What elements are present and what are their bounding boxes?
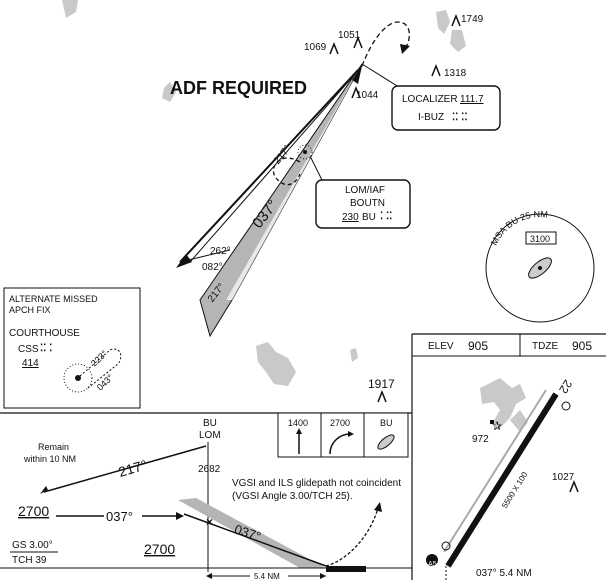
remain-text: Remain	[38, 442, 69, 452]
localizer-label: LOCALIZER	[402, 94, 458, 105]
profile-fix-alt: 2682	[198, 464, 221, 475]
tch: TCH 39	[12, 555, 47, 566]
runway-profile-bar	[326, 566, 366, 572]
runway-number: 22	[556, 377, 575, 396]
localizer-stipple	[226, 64, 362, 300]
missed-icon-label: 1400	[288, 418, 308, 428]
threshold-marker	[561, 401, 571, 411]
obstacle: 1069	[304, 41, 339, 55]
lom-line2: BOUTN	[350, 198, 385, 209]
terrain-patch	[256, 342, 296, 386]
profile-course-037: 037°	[106, 509, 133, 524]
localizer-freq: 111.7	[460, 94, 484, 105]
missed-icon-label: BU	[380, 418, 393, 428]
runway	[445, 392, 559, 568]
obstacle: 1917	[368, 377, 395, 403]
alt-fix-ident: CSS	[18, 344, 39, 355]
localizer-info-box	[391, 85, 501, 131]
beacon-icon: ✰	[492, 419, 502, 433]
plan-view: ADF REQUIRED 1749 1051 1069 1318 1044 19…	[3, 0, 595, 409]
elev-label: ELEV	[428, 341, 454, 352]
alt-fix-name: COURTHOUSE	[9, 328, 80, 339]
msa-altitude: 3100	[530, 234, 550, 244]
missed-icon-label: 2700	[330, 418, 350, 428]
lom-freq: 230	[342, 212, 359, 223]
profile-fix-name: BU	[203, 418, 217, 429]
threshold-marker	[441, 541, 451, 551]
terrain-patch	[450, 30, 466, 52]
alt-fix-title2: APCH FIX	[9, 305, 51, 315]
inbound-course-line	[179, 69, 359, 263]
lom-symbol	[297, 144, 313, 160]
missed-approach-track	[361, 21, 410, 67]
missed-climb-track	[325, 507, 379, 567]
profile-fix-name2: LOM	[199, 430, 221, 441]
obstacle-elev: 1069	[304, 42, 327, 53]
climbing-turn-icon	[329, 433, 351, 455]
terrain-patch	[62, 0, 78, 18]
pt-radial-label: 217°	[272, 144, 293, 167]
approach-light-label: A5	[428, 561, 437, 568]
alt-fix-freq: 414	[22, 358, 39, 369]
gs-angle: GS 3.00°	[12, 540, 53, 551]
glidepath-line	[183, 513, 327, 567]
obst-1027: 1027	[552, 472, 575, 483]
arrowhead	[400, 44, 410, 54]
taxiway	[443, 389, 547, 553]
obstacle: 1051	[338, 30, 363, 49]
adf-required-label: ADF REQUIRED	[170, 78, 307, 98]
radial-262-label: 262°	[210, 246, 231, 257]
outbound-profile-line	[43, 445, 207, 493]
obstacle: 1318	[431, 63, 467, 79]
alt-fix-title: ALTERNATE MISSED	[9, 294, 98, 304]
localizer-ident: I-BUZ	[418, 112, 444, 123]
elev-value: 905	[468, 339, 488, 353]
terrain-patch	[436, 10, 450, 34]
airport-bottom-note: 037° 5.4 NM	[476, 568, 532, 579]
obstacle-elev: 1917	[368, 377, 395, 391]
vgsi-note2: (VGSI Angle 3.00/TCH 25).	[232, 491, 353, 502]
obstacle-elev: 1044	[356, 90, 379, 101]
obstacle-elev: 1749	[461, 14, 484, 25]
obstacle: 1749	[451, 13, 484, 27]
vgsi-note: VGSI and ILS glidepath not coincident	[232, 478, 401, 489]
airport-diagram: ELEV 905 TDZE 905 22 5500 X 100 ✰ 972 10…	[412, 334, 606, 580]
remain-text2: within 10 NM	[23, 454, 76, 464]
profile-course-037-final: 037°	[233, 521, 263, 544]
profile-course-217: 217°	[117, 457, 149, 480]
radial-082-label: 082°	[202, 262, 223, 273]
approach-light-icon	[426, 554, 438, 566]
glideslope-shading	[178, 498, 326, 568]
morse-code-icon: ⁚⁚ ⁚⁚	[452, 112, 468, 123]
obstacle-elev: 1318	[444, 68, 467, 79]
obstacle-elev: 1051	[338, 30, 361, 41]
lom-ident: BU	[362, 212, 376, 223]
airport-ramp	[480, 378, 526, 430]
procedure-turn	[272, 157, 301, 186]
lom-info-box	[315, 179, 411, 229]
arrowhead	[352, 66, 362, 84]
alt-2700-lower: 2700	[144, 541, 175, 557]
obstacle: 1027	[552, 472, 579, 493]
outbound-course-line	[189, 65, 363, 263]
terrain-patch	[162, 82, 176, 102]
morse-code-icon: ⁚⁚ ⁚	[40, 343, 52, 354]
obstacle: 1044	[351, 85, 379, 101]
profile-distance: 5.4 NM	[254, 572, 280, 580]
alternate-missed-fix-box	[3, 287, 141, 409]
profile-view: 1400 2700 BU BU LOM 2682 Remain within 1…	[0, 333, 606, 580]
tdze-value: 905	[572, 339, 592, 353]
lom-line1: LOM/IAF	[345, 185, 385, 196]
alt-2700-left: 2700	[18, 503, 49, 519]
obst-972: 972	[472, 434, 489, 445]
holding-ndb-icon	[377, 434, 395, 450]
terrain-patch	[350, 348, 358, 362]
fix-x-icon: ×	[206, 515, 213, 529]
tdze-label: TDZE	[532, 341, 558, 352]
morse-code-icon: ⁚ ⁚⁚	[380, 211, 392, 222]
